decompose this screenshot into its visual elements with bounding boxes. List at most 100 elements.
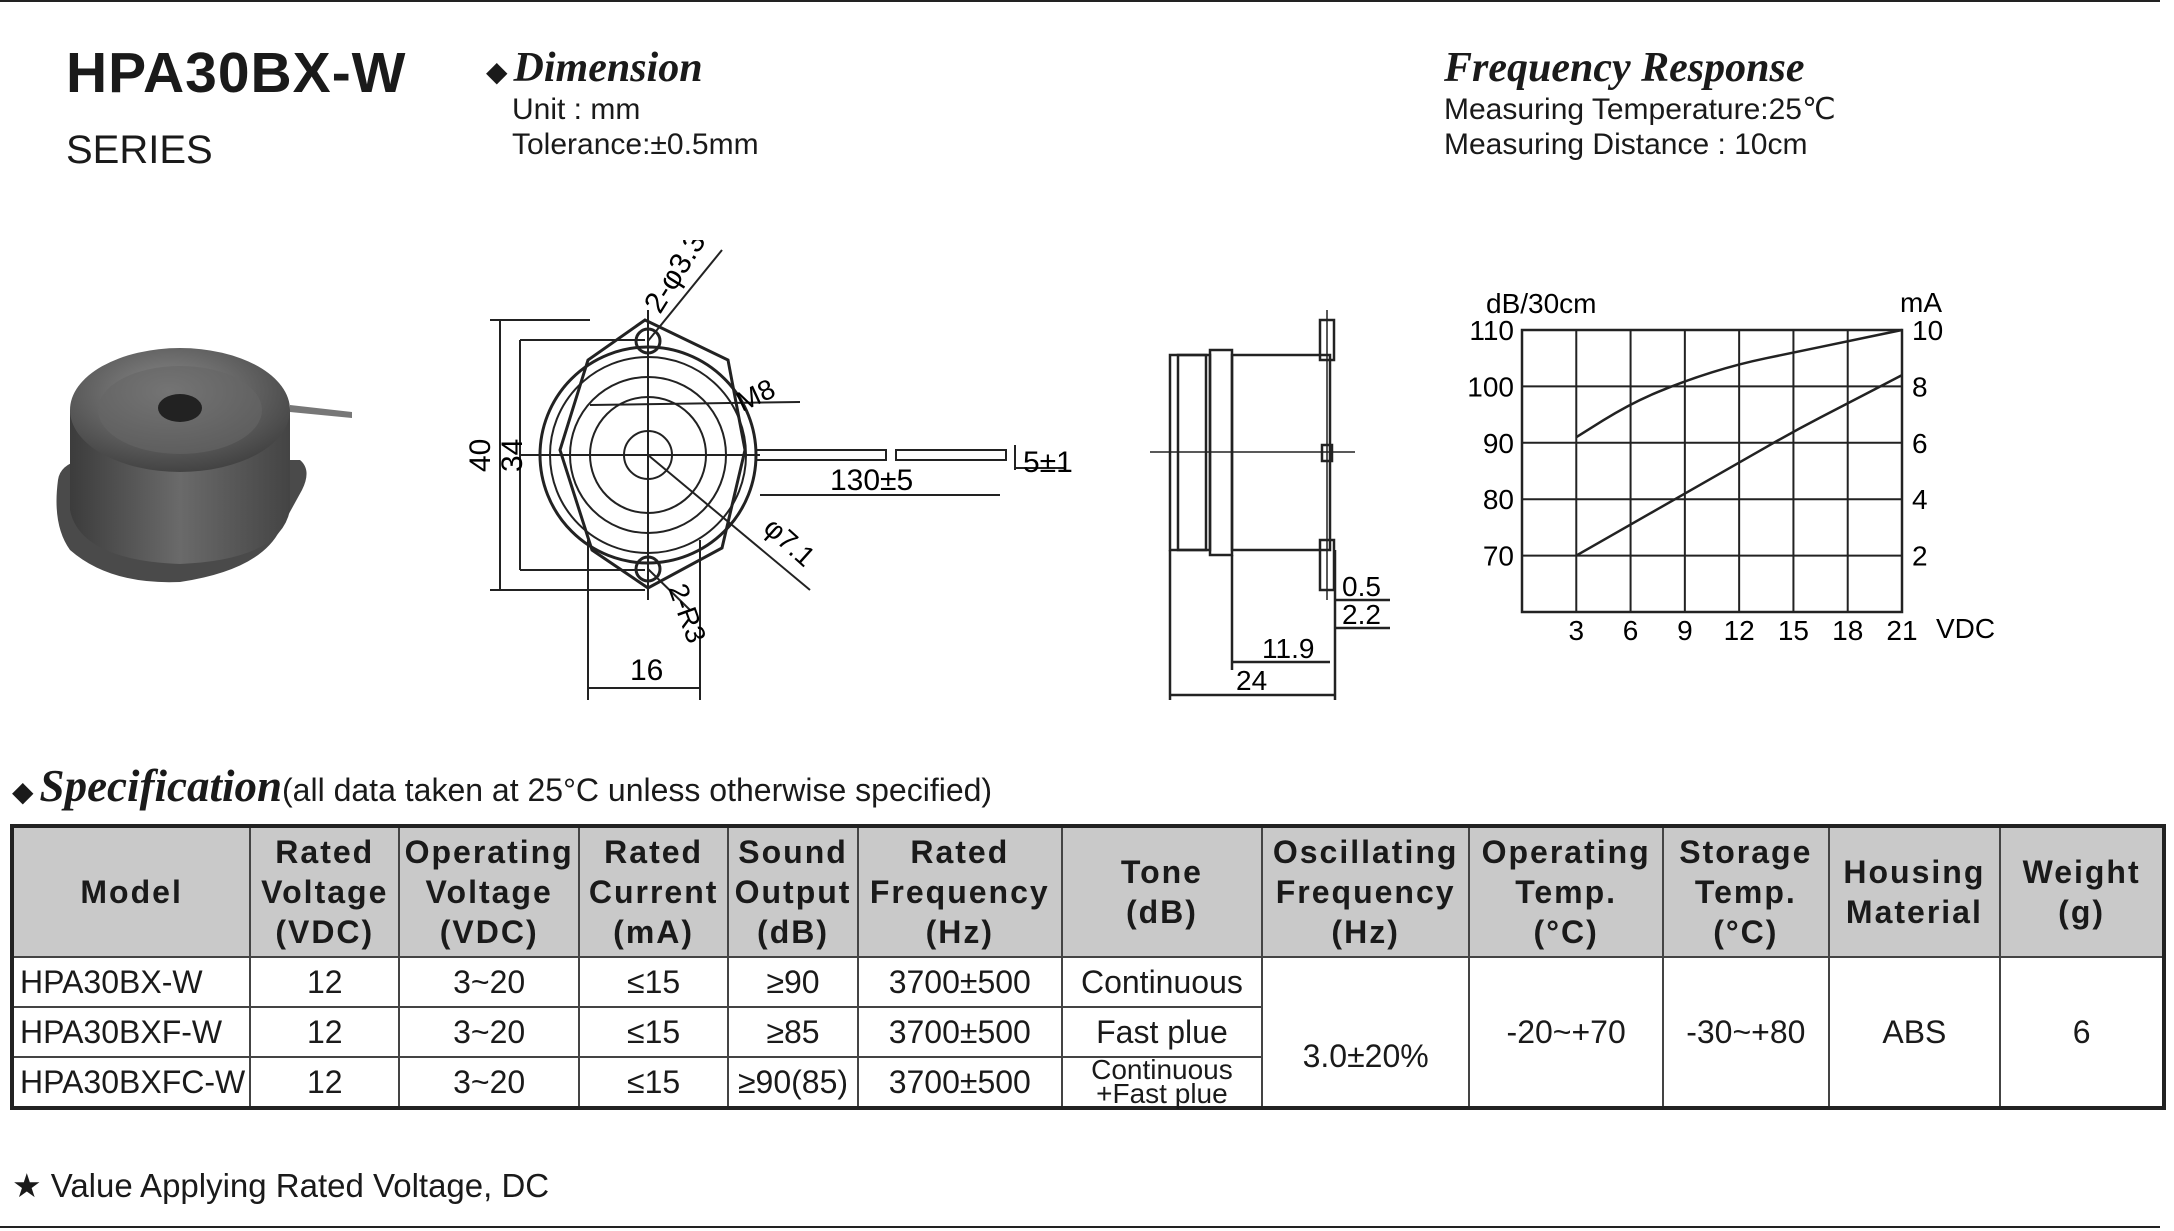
header-line: Temp. <box>1515 874 1618 910</box>
radius-label: 2-R3 <box>662 579 712 647</box>
thick-b-label: 2.2 <box>1342 599 1381 630</box>
header-line: (°C) <box>1533 914 1599 950</box>
header-line: Frequency <box>869 874 1050 910</box>
product-series: SERIES <box>66 128 213 172</box>
frequency-header: Frequency Response Measuring Temperature… <box>1444 44 1836 162</box>
y-right-tick-label: 6 <box>1912 428 1928 459</box>
header-line: Current <box>588 874 719 910</box>
x-tick-label: 9 <box>1677 615 1693 646</box>
cell-rated-voltage: 12 <box>249 956 401 1008</box>
product-photo <box>56 348 352 583</box>
header-line: Storage <box>1679 834 1813 870</box>
cell-sound-output: ≥85 <box>727 1006 859 1058</box>
table-row: HPA30BX-W 12 3~20 ≤15 ≥90 3700±500 Conti… <box>10 956 2165 1109</box>
header-line: (Hz) <box>925 914 994 950</box>
cell-model: HPA30BXFC-W <box>10 1056 252 1109</box>
cell-rated-frequency: 3700±500 <box>856 956 1063 1008</box>
header-line: (Hz) <box>1331 914 1400 950</box>
product-title: HPA30BX-W <box>66 41 407 105</box>
cell-oscillating-frequency-top <box>1261 956 1471 1007</box>
top-rule <box>0 0 2160 2</box>
dimension-header: ◆Dimension Unit : mm Tolerance:±0.5mm <box>486 44 759 162</box>
cell-oscillating-frequency: 3.0±20% <box>1261 1007 1471 1109</box>
front-view-drawing <box>490 249 1065 700</box>
dimension-tolerance: Tolerance:±0.5mm <box>512 128 759 161</box>
x-tick-label: 18 <box>1832 615 1863 646</box>
table-row: HPA30BXFC-W 12 3~20 ≤15 ≥90(85) 3700±500… <box>10 1054 2164 1109</box>
y-right-tick-label: 8 <box>1912 371 1928 402</box>
header-line: Weight <box>2022 854 2141 890</box>
header-line: Rated <box>910 834 1010 870</box>
header-line: Operating <box>1481 834 1651 870</box>
footnote: ★ Value Applying Rated Voltage, DC <box>12 1167 550 1204</box>
specification-heading: Specification <box>39 761 283 811</box>
cell-model: HPA30BXF-W <box>10 1006 252 1058</box>
cell-operating-voltage: 3~20 <box>398 956 581 1008</box>
x-tick-label: 6 <box>1623 615 1639 646</box>
height-inner-label: 34 <box>496 439 529 472</box>
dimension-unit: Unit : mm <box>512 93 641 126</box>
hole-dia-label: 2-φ3.3 <box>638 240 713 319</box>
y-left-tick-label: 70 <box>1483 541 1514 572</box>
diamond-bullet-icon: ◆ <box>486 57 508 88</box>
specification-table-body: HPA30BX-W 12 3~20 ≤15 ≥90 3700±500 Conti… <box>10 956 2165 1109</box>
bottom-rule <box>0 1226 2160 1228</box>
header-line: (dB) <box>1125 894 1198 930</box>
sound-output-curve <box>1575 328 1903 439</box>
wire-strip-label: 5±1 <box>1023 446 1073 479</box>
width-half-label: 16 <box>630 654 663 687</box>
x-axis-label: VDC <box>1936 613 1995 644</box>
frequency-heading: Frequency Response <box>1444 45 1805 91</box>
x-tick-label: 21 <box>1886 615 1917 646</box>
y-right-tick-label: 2 <box>1912 541 1928 572</box>
depth-total-label: 24 <box>1236 665 1267 696</box>
thick-a-label: 0.5 <box>1342 571 1381 602</box>
header-line: (VDC) <box>275 914 375 950</box>
cell-operating-voltage: 3~20 <box>398 1006 581 1058</box>
header-line: Rated <box>275 834 375 870</box>
thread-label: M8 <box>731 373 779 418</box>
header-line: Material <box>1845 894 1983 930</box>
cell-tone: Fast plue <box>1060 1006 1264 1058</box>
header-line: (dB) <box>757 914 829 950</box>
current-curve <box>1575 374 1903 557</box>
header-line: Rated <box>604 834 704 870</box>
cell-model: HPA30BX-W <box>10 956 252 1008</box>
cell-sound-output: ≥90(85) <box>727 1056 859 1109</box>
frequency-temperature: Measuring Temperature:25℃ <box>1444 93 1836 126</box>
header-line: Temp. <box>1694 874 1797 910</box>
tone-line-1: Continuous <box>1091 1054 1233 1085</box>
cell-rated-current: ≤15 <box>578 1006 730 1058</box>
depth-body-label: 11.9 <box>1262 633 1314 664</box>
y-left-tick-label: 90 <box>1483 428 1514 459</box>
specification-header: ◆Specification(all data taken at 25°C un… <box>12 760 992 812</box>
height-outer-label: 40 <box>464 439 497 472</box>
cell-rated-voltage: 12 <box>249 1006 401 1058</box>
x-tick-label: 15 <box>1778 615 1809 646</box>
x-tick-label: 12 <box>1724 615 1755 646</box>
header-cell: Weight (g) <box>1999 825 2165 958</box>
y-left-axis-label: dB/30cm <box>1486 290 1597 319</box>
y-left-tick-label: 80 <box>1483 484 1514 515</box>
y-right-tick-label: 4 <box>1912 484 1928 515</box>
side-view-labels: 0.5 2.2 11.9 24 <box>1236 571 1381 696</box>
port-dia-label: φ7.1 <box>758 511 821 572</box>
cell-tone: Continuous <box>1060 956 1264 1008</box>
wire-length-label: 130±5 <box>830 464 913 497</box>
cell-operating-temp: -20~+70 <box>1468 956 1665 1109</box>
cell-rated-frequency: 3700±500 <box>856 1006 1063 1058</box>
header-line: (g) <box>2058 894 2106 930</box>
header-line: (VDC) <box>439 914 539 950</box>
cell-rated-frequency: 3700±500 <box>856 1056 1063 1109</box>
cell-sound-output: ≥90 <box>727 956 859 1008</box>
y-right-tick-label: 10 <box>1912 315 1943 346</box>
